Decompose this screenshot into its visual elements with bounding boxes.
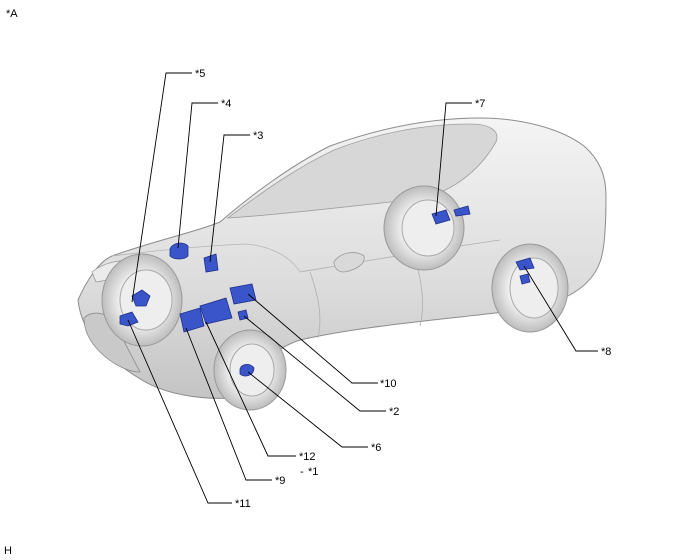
part-12-actuator [199,297,233,325]
leader-11 [127,319,232,504]
callout-10: *10 [380,378,397,390]
leader-10 [247,293,378,384]
callout-7: *7 [475,98,485,110]
callout-4: *4 [221,98,231,110]
callout-9: *9 [275,475,285,487]
callout-1-dash: - [300,466,304,478]
rear-near-rim [509,257,559,319]
part-8-rear-near-sensor [515,257,535,285]
corner-label: H [4,545,12,557]
leader-7 [435,102,472,217]
callout-6: *6 [371,442,381,454]
leader-3 [209,134,250,263]
callout-labels: *A H *5 *4 *3 *7 *8 *10 *2 *6 *12 - *1 *… [4,8,611,557]
callout-8: *8 [601,346,611,358]
leader-4 [177,102,218,249]
part-9-ecu [179,307,205,333]
callout-1: *1 [308,466,318,478]
leader-12 [205,321,296,457]
leader-lines [127,72,598,504]
part-6-front-near-sensor [239,364,255,377]
leader-9 [185,327,272,481]
part-3-module [203,253,219,273]
part-4-reservoir [169,242,189,260]
car-grille [83,312,141,373]
callout-5: *5 [195,68,205,80]
part-7-rear-far-sensor [431,205,471,225]
part-5-wheel-sensor-front-far [131,289,151,307]
leader-5 [131,72,192,303]
view-label: *A [6,8,18,20]
leader-8 [523,265,598,352]
callout-12: *12 [299,451,316,463]
part-10-relay-box [229,283,257,305]
part-11-actuator-bracket [119,311,139,327]
car-mirror [333,252,365,273]
rear-far-rim [401,199,455,257]
leader-2 [243,315,386,412]
highlighted-parts [119,205,535,377]
callout-11: *11 [235,498,251,510]
leader-6 [247,371,368,448]
car-hood-line [111,243,301,273]
car-illustration [77,117,607,411]
callout-3: *3 [253,130,263,142]
callout-2: *2 [389,406,399,418]
